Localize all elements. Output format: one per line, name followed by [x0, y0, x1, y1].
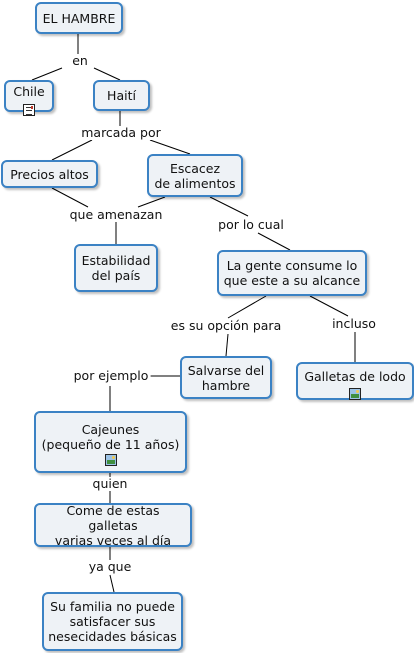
concept-label: Salvarse del hambre: [187, 362, 265, 393]
concept-el-hambre[interactable]: EL HAMBRE: [35, 2, 123, 34]
link-que-amenazan: que amenazan: [67, 207, 165, 222]
link-es-su-opcion: es su opción para: [168, 318, 284, 333]
link-incluso: incluso: [330, 316, 378, 331]
concept-label: Haití: [107, 88, 136, 103]
concept-precios-altos[interactable]: Precios altos: [1, 160, 98, 188]
image-icon[interactable]: [349, 388, 361, 400]
concept-salvarse-hambre[interactable]: Salvarse del hambre: [180, 356, 272, 399]
concept-haiti[interactable]: Haití: [93, 80, 150, 111]
concept-label: Precios altos: [10, 166, 89, 182]
concept-label: La gente consume lo que este a su alcanc…: [223, 258, 361, 288]
link-por-ejemplo: por ejemplo: [71, 368, 151, 383]
concept-come-galletas[interactable]: Come de estas galletas varias veces al d…: [34, 502, 192, 548]
concept-escasez-alimentos[interactable]: Escacez de alimentos: [147, 154, 243, 197]
concept-familia-necesidades[interactable]: Su familia no puede satisfacer sus nesec…: [42, 592, 183, 651]
concept-label: Come de estas galletas varias veces al d…: [54, 502, 172, 548]
link-marcada-por: marcada por: [79, 125, 163, 140]
concept-label: Chile: [13, 83, 45, 99]
document-icon[interactable]: [23, 104, 35, 116]
concept-estabilidad-pais[interactable]: Estabilidad del país: [74, 244, 158, 292]
link-ya-que: ya que: [86, 559, 134, 574]
concept-label: Cajeunes (pequeño de 11 años): [41, 422, 180, 452]
image-icon[interactable]: [105, 454, 117, 466]
concept-gente-consume[interactable]: La gente consume lo que este a su alcanc…: [217, 250, 367, 296]
concept-label: Estabilidad del país: [81, 253, 151, 283]
concept-label: Escacez de alimentos: [154, 160, 236, 191]
link-en: en: [70, 53, 90, 68]
link-por-lo-cual: por lo cual: [216, 217, 286, 232]
concept-label: Su familia no puede satisfacer sus nesec…: [48, 599, 177, 644]
concept-label: Galletas de lodo: [304, 368, 406, 384]
link-quien: quien: [90, 476, 130, 491]
concept-label: EL HAMBRE: [42, 10, 116, 26]
